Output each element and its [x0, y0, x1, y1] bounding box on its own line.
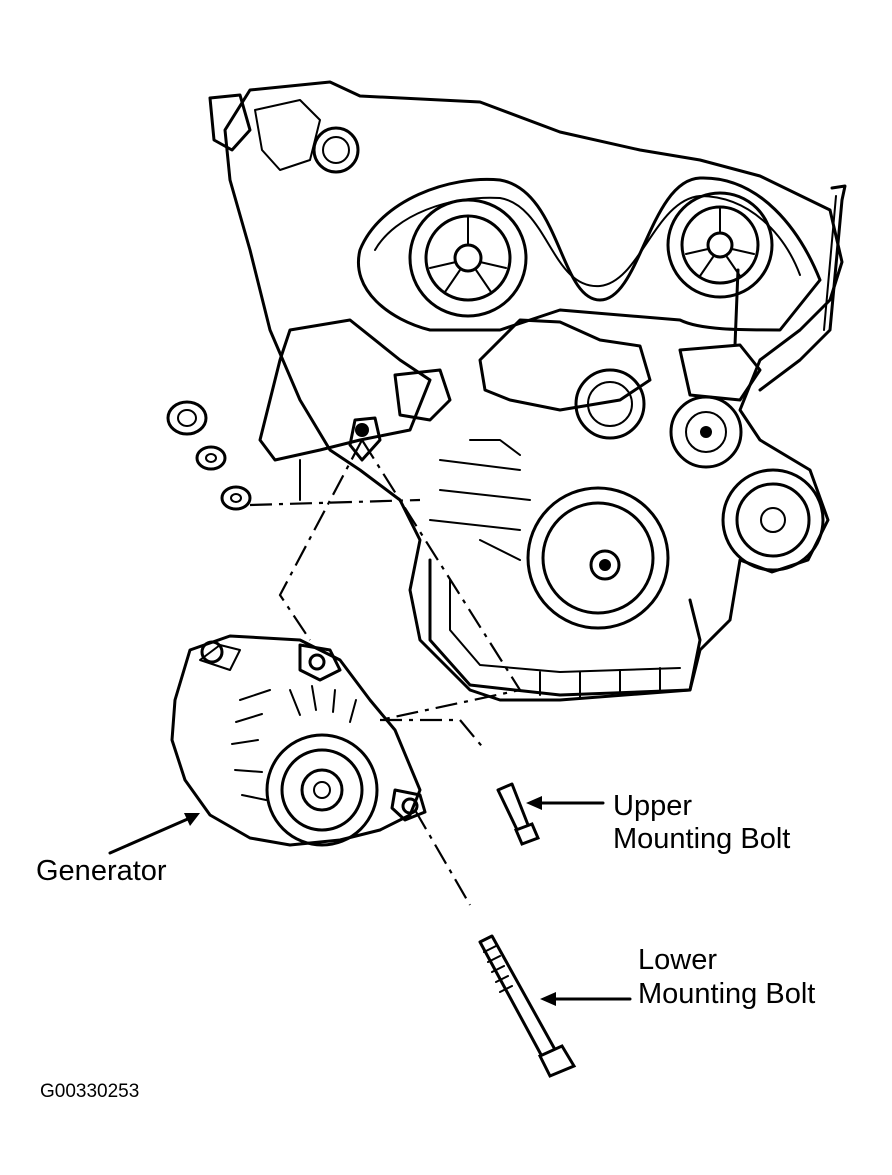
camshaft-pulley-right	[666, 191, 774, 299]
lower-mounting-bolt	[478, 934, 577, 1078]
upper-bolt-label-line2: Mounting Bolt	[613, 823, 791, 855]
upper-bolt-label-line1: Upper	[613, 790, 692, 822]
engine-block	[208, 80, 847, 702]
camshaft-pulley-left	[408, 198, 528, 318]
generator	[170, 634, 427, 847]
upper-mounting-bolt	[496, 782, 540, 846]
lower-bolt-arrow	[540, 992, 632, 1006]
crankshaft-pulley	[526, 486, 670, 630]
generator-arrow	[108, 813, 200, 855]
upper-bolt-arrow	[526, 796, 605, 810]
bushing-set	[166, 400, 252, 511]
lower-bolt-label-line2: Mounting Bolt	[638, 978, 816, 1010]
lower-bolt-label-line1: Lower	[638, 944, 717, 976]
generator-label: Generator	[36, 855, 167, 887]
accessory-pulley	[721, 468, 825, 572]
figure-id: G00330253	[40, 1081, 140, 1102]
